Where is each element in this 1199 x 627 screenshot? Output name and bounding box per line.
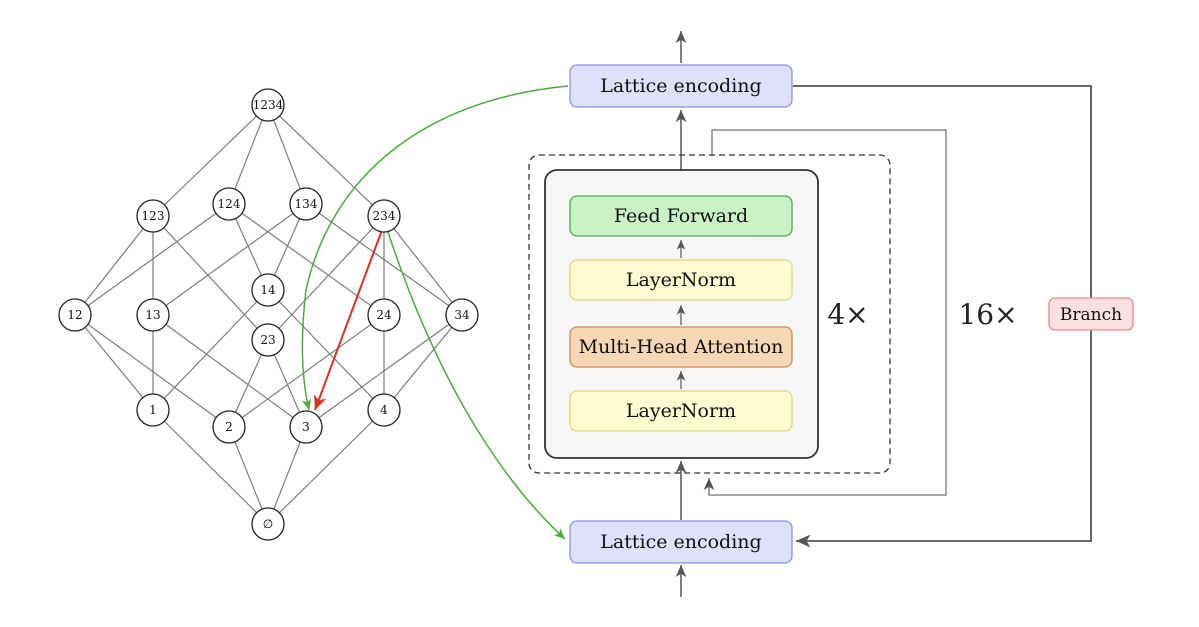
lattice-node-circle [136,199,170,233]
lattice-edge-123-1234 [152,104,269,217]
lattice-edge-13-134 [152,203,307,316]
lattice-node-circle [367,393,401,427]
lattice-edge-empty-1 [152,409,269,525]
lattice-edge-4-14 [267,289,385,411]
lattice-node-label: 13 [145,308,160,322]
highlight-edge-234-to-3 [314,229,383,411]
lattice-edge-3-13 [152,314,307,428]
branch-block: Branch [1048,297,1134,331]
lattice-node-label: 234 [373,209,396,223]
lattice-node-124: 124 [212,187,246,221]
lattice-node-1234: 1234 [251,88,285,122]
lattice-node-14: 14 [251,273,285,307]
lattice-node-circle [58,298,92,332]
lattice-edges [74,104,463,525]
lattice-node-label: ∅ [263,517,273,531]
lattice-node-label: 134 [295,197,318,211]
lattice-node-circle [445,298,479,332]
lattice-node-circle [251,323,285,357]
lattice-node-label: 12 [67,308,82,322]
lattice-edge-2-12 [74,314,230,428]
lattice-edge-2-24 [228,314,385,428]
repeat-group-4x [528,154,891,474]
lattice-node-24: 24 [367,298,401,332]
lattice-edge-empty-3 [267,426,307,525]
lattice-node-234: 234 [367,199,401,233]
lattice-edge-12-123 [74,215,154,316]
lattice-node-4: 4 [367,393,401,427]
lattice-node-label: 124 [218,197,241,211]
lattice-node-circle [367,199,401,233]
lattice-edge-1-12 [74,314,154,411]
branch-label: Branch [1060,305,1122,325]
lattice-node-13: 13 [136,298,170,332]
lattice-edge-234-1234 [267,104,385,217]
lattice-edge-12-124 [74,203,230,316]
layernorm-bottom-label: LayerNorm [626,400,736,422]
lattice-edge-empty-4 [267,409,385,525]
lattice-node-label: 1234 [253,98,284,112]
lattice-node-label: 4 [380,403,388,417]
lattice-node-3: 3 [289,410,323,444]
lattice-edge-23-234 [267,215,385,341]
lattice-node-circle [367,298,401,332]
lattice-edge-4-34 [383,314,463,411]
layernorm-bottom-block: LayerNorm [569,390,793,432]
lattice-node-label: 24 [376,308,392,322]
lattice-node-circle [251,88,285,122]
bottom-lattice-encoding-block: Lattice encoding [569,520,793,564]
lattice-node-23: 23 [251,323,285,357]
lattice-node-34: 34 [445,298,479,332]
lattice-edge-1-14 [152,289,269,411]
outer-loop-16x [703,129,947,496]
multi-head-attention-label: Multi-Head Attention [579,336,784,358]
lattice-node-label: 2 [225,420,233,434]
lattice-node-label: 34 [454,308,470,322]
outer-repeat-multiplier: 16× [958,298,1017,331]
lattice-node-label: 123 [142,209,165,223]
lattice-node-12: 12 [58,298,92,332]
layernorm-top-block: LayerNorm [569,259,793,301]
top-lattice-encoding-label: Lattice encoding [600,75,761,97]
bottom-lattice-encoding-label: Lattice encoding [600,531,761,553]
lattice-node-label: 1 [149,403,157,417]
feed-forward-label: Feed Forward [614,205,748,227]
lattice-node-123: 123 [136,199,170,233]
lattice-node-circle [289,410,323,444]
lattice-node-empty: ∅ [251,507,285,541]
feed-forward-block: Feed Forward [569,195,793,237]
lattice-node-label: 3 [302,420,310,434]
multi-head-attention-block: Multi-Head Attention [569,326,793,368]
green-arrow-encoding-to-node-3 [301,85,569,411]
lattice-edge-34-134 [305,203,463,316]
lattice-node-134: 134 [289,187,323,221]
layernorm-top-label: LayerNorm [626,269,736,291]
lattice-edge-134-1234 [267,104,307,205]
lattice-node-circle [136,298,170,332]
top-lattice-encoding-block: Lattice encoding [569,64,793,108]
lattice-node-label: 23 [260,333,275,347]
lattice-node-circle [136,393,170,427]
green-arrow-node-234-to-encoding [387,231,566,540]
lattice-edge-empty-2 [228,426,269,525]
inner-repeat-multiplier: 4× [827,298,868,331]
lattice-edge-23-123 [152,215,269,341]
lattice-edge-124-1234 [228,104,269,205]
lattice-edge-34-234 [383,215,463,316]
lattice-node-2: 2 [212,410,246,444]
lattice-node-label: 14 [260,283,276,297]
lattice-node-circle [212,187,246,221]
lattice-node-circle [251,273,285,307]
lattice-node-circle [212,410,246,444]
lattice-node-circle [289,187,323,221]
lattice-node-1: 1 [136,393,170,427]
lattice-node-circle [251,507,285,541]
